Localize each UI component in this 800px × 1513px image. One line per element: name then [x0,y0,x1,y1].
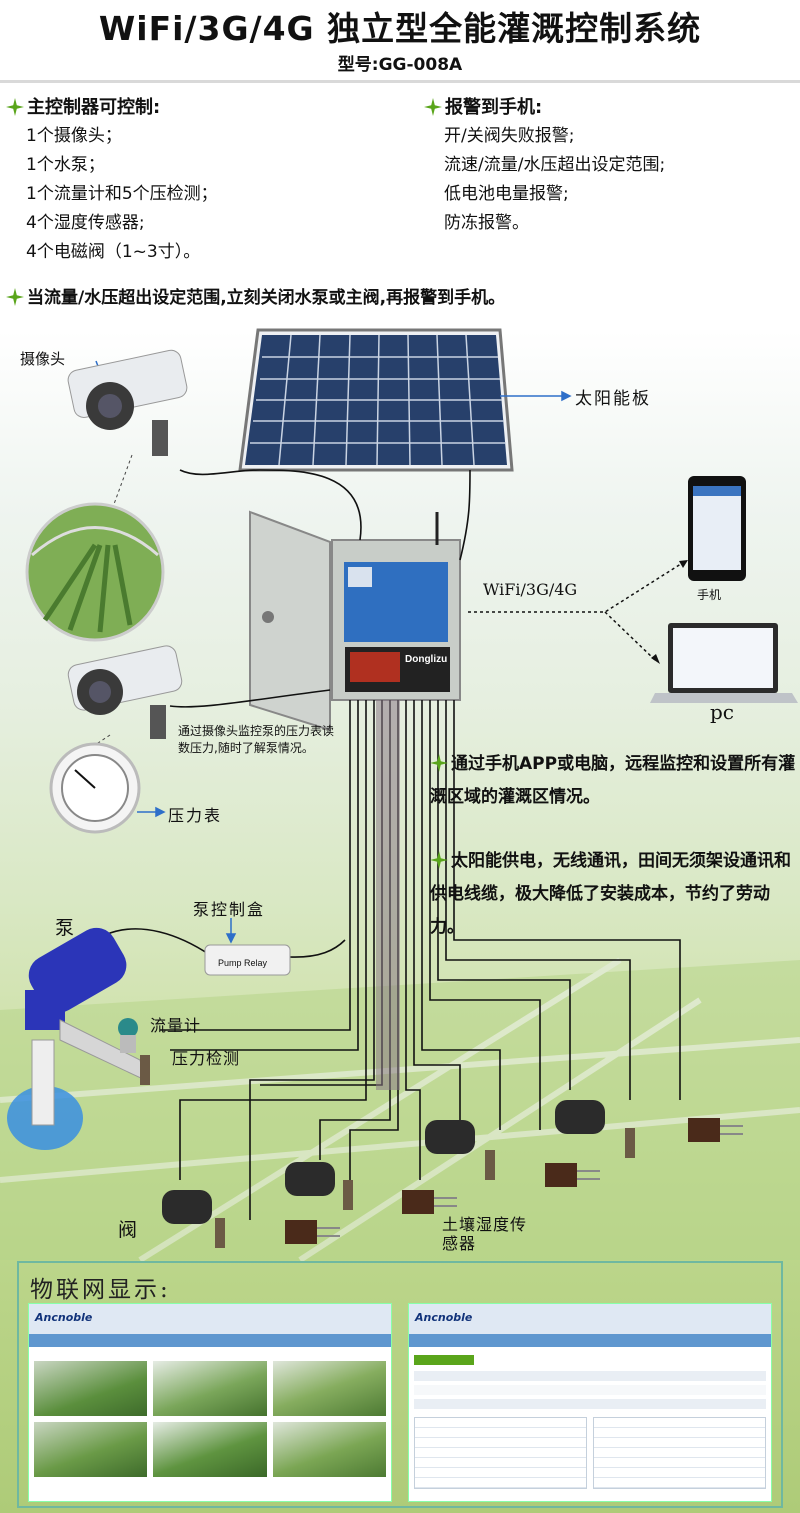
camera-grid [29,1347,391,1491]
solar-note-text: 太阳能供电，无线通讯，田间无须架设通讯和供电线缆，极大降低了安装成本，节约了劳动… [430,851,791,937]
camera-thumb [34,1361,148,1416]
soil-sensors [285,1118,743,1244]
list-item: 防冻报警。 [444,213,529,233]
valve-label: 阀 [118,1219,138,1241]
pressure-label: 压力检测 [172,1049,241,1068]
brand-logo: Ancnoble [415,1311,473,1324]
pressure-gauge [49,734,141,834]
camera-bottom [67,645,183,739]
list-item: 1个水泵； [26,155,105,175]
list-item: 1个摄像头； [26,126,122,146]
solar-label: 太阳能板 [575,389,651,409]
list-item: 4个湿度传感器; [26,213,145,233]
sparkle-icon [6,288,24,306]
summary-text: 当流量/水压超出设定范围,立刻关闭水泵或主阀,再报警到手机。 [27,288,506,308]
control-cabinet [249,510,461,732]
pump [7,927,146,1150]
flow-meter [118,1018,138,1053]
header-divider [0,80,800,83]
pump-box-label: 泵控制盒 [193,900,266,919]
cable-bundle [376,700,400,1090]
sparkle-icon [430,851,448,869]
solar-note: 太阳能供电，无线通讯，田间无须架设通讯和供电线缆，极大降低了安装成本，节约了劳动… [430,845,800,944]
pc-label: pc [710,700,735,724]
list-item: 低电池电量报警; [444,184,569,204]
solar-panel [238,328,514,472]
controller-heading: 主控制器可控制: [27,97,161,118]
alarm-features: 报警到手机: 开/关阀失败报警; 流速/流量/水压超出设定范围; 低电池电量报警… [424,93,665,238]
camera-thumb [153,1361,267,1416]
remote-note-text: 通过手机APP或电脑，远程监控和设置所有灌溉区域的灌溉区情况。 [430,754,796,807]
brand-logo: Ancnoble [35,1311,93,1324]
camera-thumb [272,1422,386,1477]
pump-relay-box [204,944,291,976]
alarm-heading: 报警到手机: [445,97,543,118]
camera-thumb [34,1422,148,1477]
camera-label: 摄像头 [20,350,66,368]
wiring [104,469,681,1220]
solenoid-valves [140,1055,635,1248]
model-number: 型号:GG-008A [337,55,463,75]
battery-brand: Donglizu [405,654,448,665]
soil-sensor-label: 土壤湿度传感器 [442,1215,528,1253]
summary-line: 当流量/水压超出设定范围,立刻关闭水泵或主阀,再报警到手机。 [6,283,505,308]
nav-bar [409,1334,771,1347]
list-item: 1个流量计和5个压检测； [26,184,218,204]
iot-heading: 物联网显示: [30,1277,171,1303]
iot-screenshot-data: Ancnoble [408,1303,772,1502]
camera-note: 通过摄像头监控泵的压力表读数压力,随时了解泵情况。 [178,724,335,755]
iot-screenshot-camera: Ancnoble [28,1303,392,1502]
wireless-label: WiFi/3G/4G [483,580,578,599]
sparkle-icon [430,754,448,772]
data-table [409,1347,771,1497]
wireless-links [468,561,685,661]
sparkle-icon [6,98,24,116]
camera-top [67,349,188,456]
greenhouse-view [25,454,165,642]
camera-thumb [272,1361,386,1416]
laptop [650,623,798,703]
relay-label: Pump Relay [218,958,268,968]
camera-thumb [153,1422,267,1477]
list-item: 4个电磁阀（1~3寸）。 [26,242,201,262]
controller-features: 主控制器可控制: 1个摄像头； 1个水泵； 1个流量计和5个压检测； 4个湿度传… [6,93,218,267]
flow-meter-label: 流量计 [150,1016,202,1035]
iot-frame [17,1261,783,1508]
remote-note: 通过手机APP或电脑，远程监控和设置所有灌溉区域的灌溉区情况。 [430,748,800,814]
list-item: 流速/流量/水压超出设定范围; [444,155,666,175]
gauge-label: 压力表 [168,806,223,825]
phone [688,476,746,581]
sparkle-icon [424,98,442,116]
nav-bar [29,1334,391,1347]
phone-label: 手机 [697,588,722,602]
page-title: WiFi/3G/4G 独立型全能灌溉控制系统 [98,9,702,48]
list-item: 开/关阀失败报警; [444,126,575,146]
pump-label: 泵 [55,917,75,939]
